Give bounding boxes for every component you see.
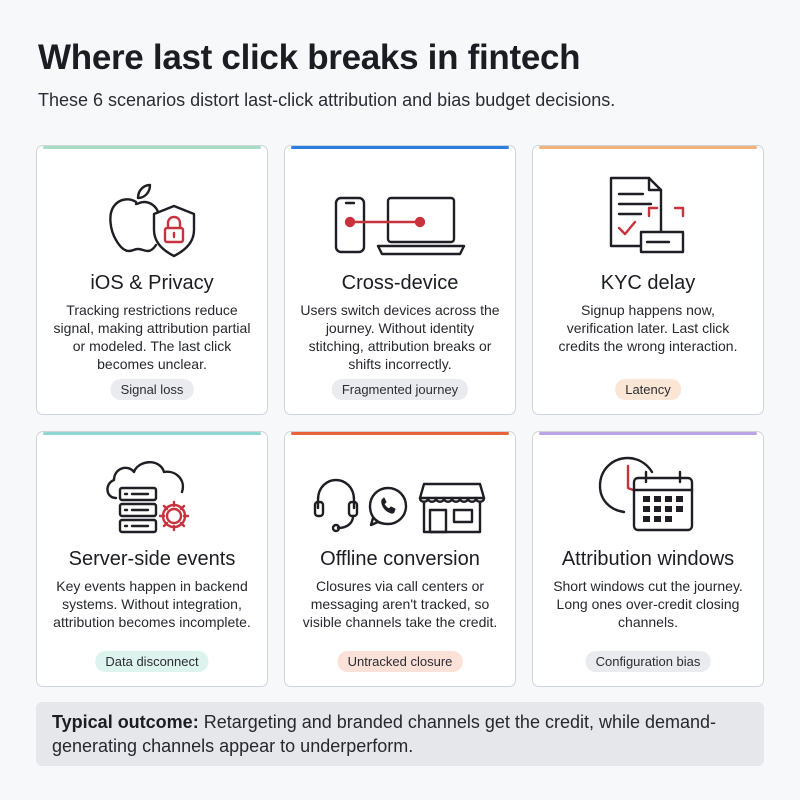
phone-laptop-link-icon xyxy=(285,164,515,260)
card-attribution-windows: Attribution windows Short windows cut th… xyxy=(532,431,764,687)
page-title: Where last click breaks in fintech xyxy=(38,38,581,77)
clock-calendar-icon xyxy=(533,444,763,536)
page-subtitle: These 6 scenarios distort last-click att… xyxy=(38,90,616,110)
outcome-text: Retargeting and branded channels get the… xyxy=(52,712,717,756)
document-id-scan-icon xyxy=(533,164,763,260)
card-tag: Configuration bias xyxy=(585,651,711,672)
card-tag: Latency xyxy=(615,379,681,400)
card-tag: Untracked closure xyxy=(337,651,463,672)
card-description: Tracking restrictions reduce signal, mak… xyxy=(53,302,251,372)
typical-outcome-box: Typical outcome: Retargeting and branded… xyxy=(36,702,764,766)
card-tag: Fragmented journey xyxy=(331,379,469,400)
card-tag: Data disconnect xyxy=(95,651,209,672)
card-tag: Signal loss xyxy=(110,379,194,400)
apple-shield-lock-icon xyxy=(37,164,267,260)
card-title: iOS & Privacy xyxy=(90,272,214,294)
card-description: Signup happens now, verification later. … xyxy=(558,302,738,354)
card-cross-device: Cross-device Users switch devices across… xyxy=(284,145,516,415)
card-description: Short windows cut the journey. Long ones… xyxy=(553,578,743,630)
headset-chat-store-icon xyxy=(285,444,515,536)
card-kyc-delay: KYC delay Signup happens now, verificati… xyxy=(532,145,764,415)
card-description: Key events happen in backend systems. Wi… xyxy=(53,578,251,630)
card-title: Attribution windows xyxy=(561,548,735,570)
card-accent-bar xyxy=(43,146,261,149)
card-accent-bar xyxy=(539,146,757,149)
card-offline-conversion: Offline conversion Closures via call cen… xyxy=(284,431,516,687)
card-accent-bar xyxy=(43,432,261,435)
card-accent-bar xyxy=(291,432,509,435)
card-server-side-events: Server-side events Key events happen in … xyxy=(36,431,268,687)
card-title: KYC delay xyxy=(600,272,696,294)
scenario-grid: iOS & Privacy Tracking restrictions redu… xyxy=(36,145,764,687)
cloud-server-gear-icon xyxy=(37,444,267,536)
card-title: Server-side events xyxy=(68,548,236,570)
card-accent-bar xyxy=(539,432,757,435)
card-title: Offline conversion xyxy=(320,548,480,570)
outcome-label: Typical outcome: xyxy=(52,712,199,732)
card-title: Cross-device xyxy=(341,272,459,294)
card-ios-privacy: iOS & Privacy Tracking restrictions redu… xyxy=(36,145,268,415)
card-accent-bar xyxy=(291,146,509,149)
card-description: Users switch devices across the journey.… xyxy=(300,302,500,372)
card-description: Closures via call centers or messaging a… xyxy=(302,578,498,630)
